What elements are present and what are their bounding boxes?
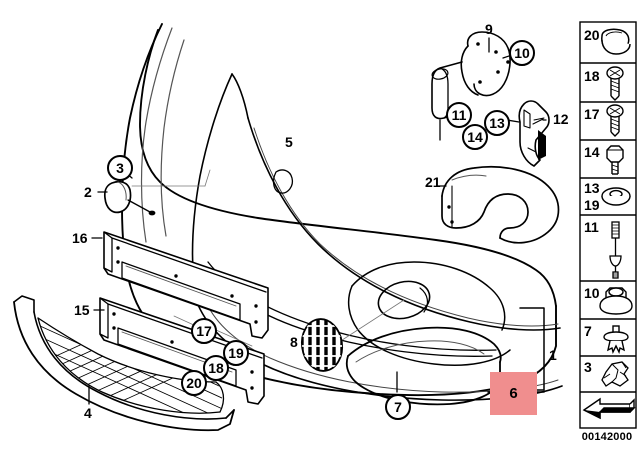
callout-label-1: 1 bbox=[549, 347, 557, 363]
callout-label-4: 4 bbox=[84, 405, 92, 421]
screw-icon bbox=[606, 104, 624, 137]
legend-number-18: 18 bbox=[584, 68, 600, 84]
expanding-clip-icon bbox=[601, 361, 629, 387]
callout-label-5: 5 bbox=[285, 134, 293, 150]
callout-label-11: 11 bbox=[446, 102, 472, 128]
legend-number-13: 13 bbox=[584, 180, 600, 196]
washer-icon bbox=[601, 187, 631, 206]
legend-number-11: 11 bbox=[584, 219, 599, 235]
callout-label-7: 7 bbox=[385, 394, 411, 420]
callout-label-20: 20 bbox=[181, 370, 207, 396]
callout-label-13: 13 bbox=[484, 110, 510, 136]
cap-cover-icon bbox=[601, 28, 631, 55]
callout-label-18: 18 bbox=[203, 355, 229, 381]
callout-label-12: 12 bbox=[553, 111, 569, 127]
callout-label-16: 16 bbox=[72, 230, 88, 246]
legend-number-10: 10 bbox=[584, 285, 600, 301]
callout-label-14: 14 bbox=[462, 124, 488, 150]
callout-label-3: 3 bbox=[107, 155, 133, 181]
legend-number-3: 3 bbox=[584, 359, 592, 375]
long-stud-icon bbox=[609, 221, 622, 279]
flange-nut-icon bbox=[599, 287, 633, 315]
callout-label-10: 10 bbox=[509, 40, 535, 66]
screw-icon bbox=[606, 66, 624, 101]
callout-label-8: 8 bbox=[290, 334, 298, 350]
callout-label-21: 21 bbox=[425, 174, 441, 190]
callout-label-2: 2 bbox=[84, 184, 92, 200]
legend-number-7: 7 bbox=[584, 323, 592, 339]
push-rivet-icon bbox=[603, 325, 629, 355]
legend-number-14: 14 bbox=[584, 144, 600, 160]
legend-number-17: 17 bbox=[584, 106, 600, 122]
callout-label-6-highlighted: 6 bbox=[490, 372, 537, 415]
callout-label-17: 17 bbox=[191, 318, 217, 344]
callout-label-19: 19 bbox=[223, 340, 249, 366]
direction-arrow-icon bbox=[582, 397, 636, 420]
callout-label-15: 15 bbox=[74, 302, 90, 318]
diagram-part-number: 00142000 bbox=[581, 431, 633, 443]
legend-number-20: 20 bbox=[584, 27, 600, 43]
callout-label-9: 9 bbox=[485, 21, 493, 37]
legend-number-19: 19 bbox=[584, 197, 600, 213]
hex-bolt-icon bbox=[606, 145, 624, 175]
